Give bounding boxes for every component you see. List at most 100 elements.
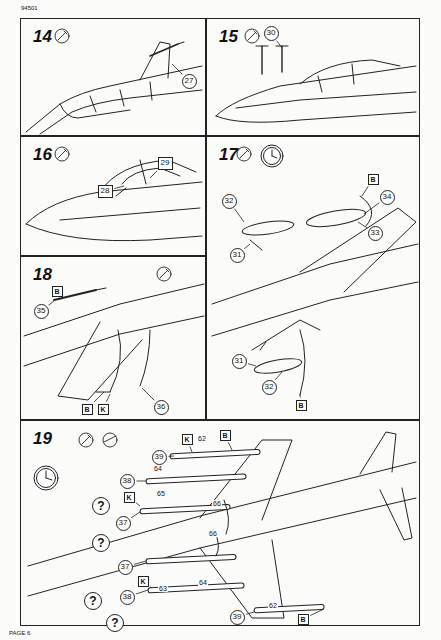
leader-line: [300, 394, 301, 398]
marker-flag: B: [296, 400, 307, 411]
leader-line: [246, 612, 254, 614]
leader-line: [136, 503, 140, 506]
callout-text: K: [184, 436, 189, 443]
callout-text: 36: [157, 403, 166, 411]
marker-flag: B: [52, 286, 63, 297]
leader-line: [364, 203, 379, 214]
marker-flag: B: [220, 430, 231, 441]
part-number: 64: [198, 579, 208, 586]
callout-number: 37: [116, 516, 131, 531]
callout-text: 38: [123, 477, 132, 485]
step-number: 18: [33, 265, 52, 285]
callout-number: 33: [368, 226, 383, 241]
marker-flag: K: [138, 576, 149, 587]
leader-line: [137, 481, 147, 482]
callout-number: 32: [222, 194, 237, 209]
leader-line: [248, 364, 256, 366]
marker-flag: B: [82, 404, 93, 415]
callout-text: 37: [119, 519, 128, 527]
callout-text: 27: [185, 77, 194, 85]
leader-line: [49, 301, 54, 305]
leader-line: [150, 171, 157, 178]
step-number: 15: [219, 27, 238, 47]
marker-flag: B: [368, 174, 379, 185]
leader-line: [172, 64, 182, 74]
glue-icon: [55, 29, 259, 447]
callout-number: 35: [34, 304, 49, 319]
callout-text: 29: [161, 159, 170, 167]
step-panel: 183536BBK: [20, 256, 206, 420]
marker-flag: K: [124, 492, 135, 503]
marker-flag: B: [298, 614, 309, 625]
callout-text: 38: [123, 593, 132, 601]
leader-line: [131, 512, 140, 518]
part-number: 63: [158, 585, 168, 592]
callout-text: 39: [233, 613, 242, 621]
page-code: PAGE 6: [8, 630, 31, 636]
callout-text: 31: [235, 357, 244, 365]
callout-number: 31: [232, 354, 247, 369]
question-mark: ?: [106, 614, 124, 632]
callout-text: 32: [225, 197, 234, 205]
callout-text: B: [298, 402, 303, 409]
step-panel: 1427: [20, 18, 206, 136]
leader-line: [106, 394, 110, 402]
callout-number: 38: [120, 590, 135, 605]
callout-text: K: [140, 578, 145, 585]
canopy-section: [26, 160, 202, 241]
leader-line: [114, 186, 124, 189]
callout-text: K: [126, 494, 131, 501]
part-number: 66: [208, 530, 218, 537]
fuselage-underside: [24, 284, 204, 400]
part-number: 62: [268, 602, 278, 609]
leader-line: [136, 590, 148, 594]
callout-text: ?: [111, 617, 118, 629]
callout-number: 37: [118, 560, 133, 575]
leader-line: [275, 372, 282, 380]
leader-line: [142, 388, 154, 400]
callout-number: 38: [120, 474, 135, 489]
callout-text: ?: [97, 500, 104, 512]
callout-text: 33: [371, 229, 380, 237]
callout-number: 36: [154, 400, 169, 415]
callout-number: 39: [152, 450, 167, 465]
leader-line: [358, 222, 367, 228]
callout-text: ?: [97, 537, 104, 549]
callout-text: B: [222, 432, 227, 439]
leader-line: [190, 446, 192, 452]
callout-text: 34: [383, 193, 392, 201]
step-number: 17: [219, 145, 238, 165]
part-number: 65: [156, 490, 166, 497]
callout-number: 27: [182, 74, 197, 89]
leader-line: [150, 587, 152, 588]
leader-line: [168, 456, 174, 457]
marker-flag: K: [182, 434, 193, 445]
callout-text: 37: [121, 563, 130, 571]
callout-text: B: [54, 288, 59, 295]
aircraft-stores: [28, 432, 416, 618]
step-number: 16: [33, 145, 52, 165]
wing-underside: [212, 196, 418, 395]
leader-line: [59, 298, 61, 300]
marker-flag: K: [98, 404, 109, 415]
callout-number: 30: [264, 26, 279, 41]
leader-line: [277, 41, 282, 48]
leader-line: [228, 442, 232, 450]
part-box: 28: [98, 185, 113, 198]
callout-number: 34: [380, 190, 395, 205]
question-mark: ?: [92, 497, 110, 515]
step-panel: 17323433313132BB: [206, 136, 420, 420]
part-number: 62: [197, 435, 207, 442]
part-box: 29: [158, 157, 173, 170]
fuselage-aft: [26, 42, 202, 134]
callout-text: K: [100, 406, 105, 413]
leader-line: [134, 561, 146, 564]
fuselage-nose: [216, 46, 416, 122]
callout-text: 35: [37, 307, 46, 315]
callout-number: 32: [262, 380, 277, 395]
callout-text: 39: [155, 453, 164, 461]
part-number: 64: [153, 465, 163, 472]
